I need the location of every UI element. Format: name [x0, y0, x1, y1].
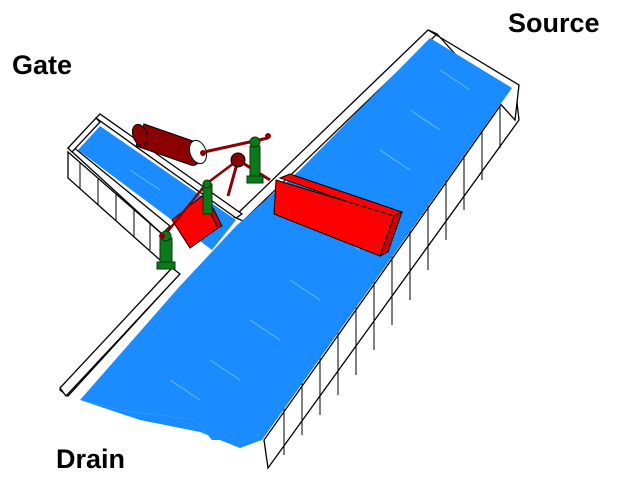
pivot-hub [230, 152, 246, 168]
pivot-post-right [246, 136, 264, 184]
left-pivot-pin [159, 233, 165, 239]
linkage-rod-lower [163, 183, 207, 237]
pivot-posts [156, 136, 264, 270]
pivot-hub-cap [265, 133, 271, 139]
source-label: Source [508, 8, 600, 38]
pivot-post-middle [202, 179, 213, 215]
drain-label: Drain [56, 444, 126, 474]
counterweight-cylinder [131, 123, 208, 166]
right-wall-ribs [283, 106, 501, 455]
main-channel-water [80, 38, 512, 440]
gate-channel-end-wall [67, 117, 101, 153]
gate-channel-ribs [79, 163, 151, 250]
drain-water-outflow [80, 400, 262, 448]
channel-left-wall-front [59, 267, 181, 398]
main-gate-plate-edge [379, 211, 403, 257]
main-gate-plate [273, 173, 404, 257]
gate-label: Gate [12, 50, 73, 80]
counterweight-mechanism [131, 123, 271, 237]
